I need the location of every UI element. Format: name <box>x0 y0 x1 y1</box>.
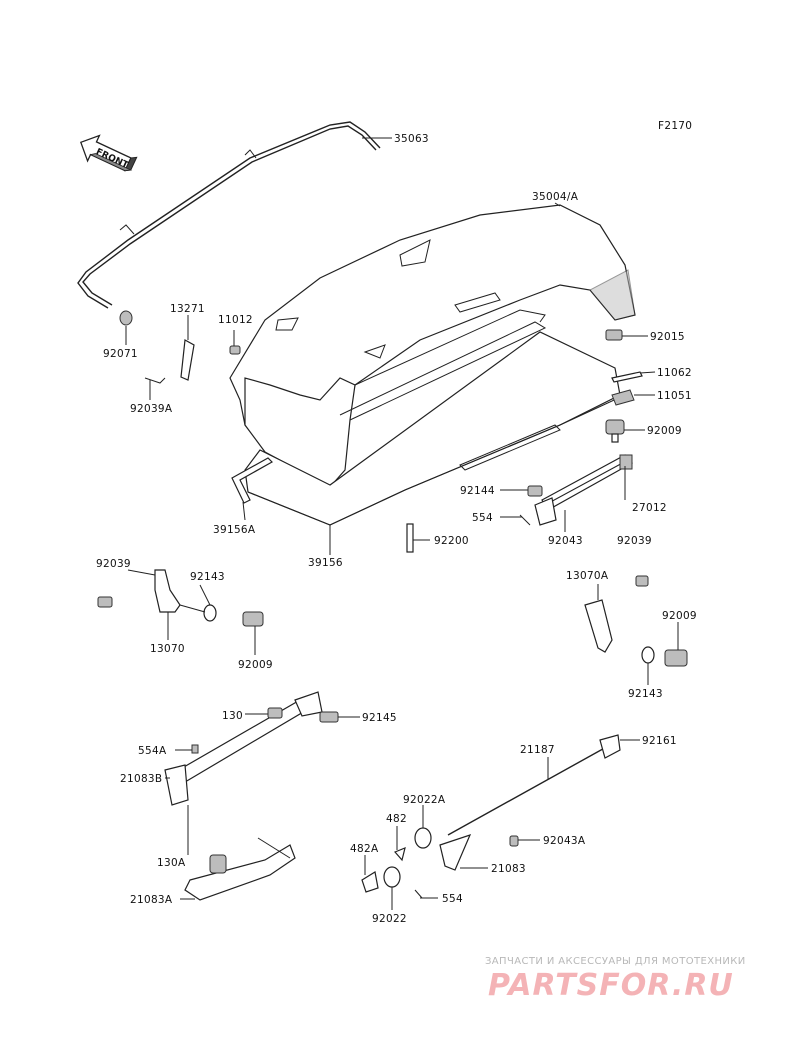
label-130: 130 <box>222 710 243 722</box>
grommet-92071 <box>119 310 133 326</box>
label-92145: 92145 <box>362 712 397 724</box>
label-130A: 130A <box>157 857 186 869</box>
label-92039-left: 92039 <box>96 558 131 570</box>
plate-11062 <box>611 371 643 406</box>
label-92022A: 92022A <box>403 794 446 806</box>
label-11062: 11062 <box>657 367 692 379</box>
label-21083B: 21083B <box>120 773 162 785</box>
watermark: ЗАПЧАСТИ И АКСЕССУАРЫ ДЛЯ МОТОТЕХНИКИ PA… <box>485 956 746 1003</box>
label-92039-right: 92039 <box>617 535 652 547</box>
watermark-caption: ЗАПЧАСТИ И АКСЕССУАРЫ ДЛЯ МОТОТЕХНИКИ <box>485 956 746 967</box>
label-13070: 13070 <box>150 643 185 655</box>
label-554: 554 <box>472 512 493 524</box>
lever-21083A <box>184 837 296 901</box>
latch-27012 <box>519 454 633 526</box>
bracket-39156A <box>231 457 273 504</box>
label-92161: 92161 <box>642 735 677 747</box>
label-11051: 11051 <box>657 390 692 402</box>
label-92071: 92071 <box>103 348 138 360</box>
label-482A: 482A <box>350 843 379 855</box>
label-482: 482 <box>386 813 407 825</box>
lever-13271 <box>144 339 241 384</box>
label-92143-right: 92143 <box>628 688 663 700</box>
label-21083A: 21083A <box>130 894 173 906</box>
clip-92015 <box>605 329 623 341</box>
label-11012: 11012 <box>218 314 253 326</box>
pin-92200 <box>406 523 414 553</box>
label-35004: 35004/A <box>532 191 579 203</box>
label-13271: 13271 <box>170 303 205 315</box>
rod-21187 <box>447 734 621 847</box>
lever-21083 <box>361 827 472 899</box>
label-92043A: 92043A <box>543 835 586 847</box>
label-21187: 21187 <box>520 744 555 756</box>
label-27012: 27012 <box>632 502 667 514</box>
bracket-13070 <box>97 569 264 627</box>
label-13070A: 13070A <box>566 570 609 582</box>
label-92022: 92022 <box>372 913 407 925</box>
watermark-brand: PARTSFOR.RU <box>488 968 734 1003</box>
label-92039A: 92039A <box>130 403 173 415</box>
label-92143-left: 92143 <box>190 571 225 583</box>
label-554b: 554 <box>442 893 463 905</box>
front-arrow-icon: FRONT <box>79 134 138 172</box>
label-35063: 35063 <box>394 133 429 145</box>
label-92009-top: 92009 <box>647 425 682 437</box>
seat-cover-35004 <box>229 204 636 488</box>
label-92144: 92144 <box>460 485 495 497</box>
seat-pan <box>244 331 626 526</box>
part-labels: 35063 35004/A 92071 13271 11012 92039A 9… <box>96 133 697 925</box>
linkage-21083B <box>164 691 339 806</box>
leader-lines <box>125 137 679 910</box>
label-39156A: 39156A <box>213 524 256 536</box>
diagram-code: F2170 <box>658 120 692 132</box>
label-92043: 92043 <box>548 535 583 547</box>
label-39156: 39156 <box>308 557 343 569</box>
label-92015: 92015 <box>650 331 685 343</box>
bracket-13070A <box>584 575 688 667</box>
label-92200: 92200 <box>434 535 469 547</box>
rail-rod-35063 <box>77 121 381 309</box>
bolt-92009-top <box>605 419 625 443</box>
label-554A: 554A <box>138 745 167 757</box>
label-21083: 21083 <box>491 863 526 875</box>
label-92009-right: 92009 <box>662 610 697 622</box>
label-92009-left: 92009 <box>238 659 273 671</box>
